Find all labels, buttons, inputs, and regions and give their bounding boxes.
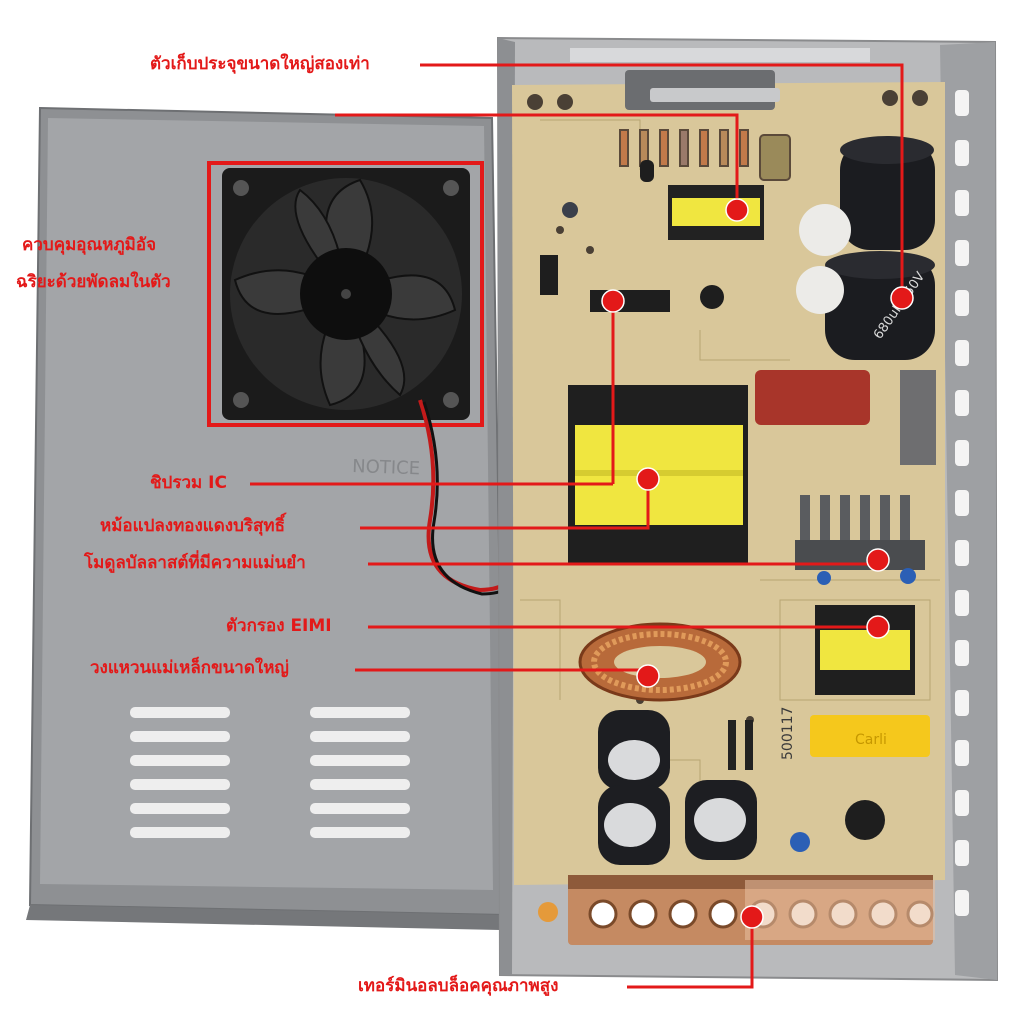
bulk-capacitors xyxy=(796,136,935,360)
resistor-row xyxy=(619,129,791,181)
label-ring: วงแหวนแม่เหล็กขนาดใหญ่ xyxy=(90,658,289,678)
small-components-bottom xyxy=(728,568,916,852)
lid-vents xyxy=(130,707,410,838)
annotation-lines xyxy=(250,63,904,989)
label-fan-line1: ควบคุมอุณหภูมิอัจ xyxy=(22,235,157,255)
label-terminal: เทอร์มินอลบล็อคคุณภาพสูง xyxy=(358,976,559,996)
x-capacitor xyxy=(755,370,870,425)
label-capacitor: ตัวเก็บประจุขนาดใหญ่สองเท่า xyxy=(150,54,370,74)
label-fan-line2: ฉริยะด้วยพัดลมในตัว xyxy=(16,272,171,292)
carli-capacitor xyxy=(810,715,930,757)
cooling-fan xyxy=(222,168,470,420)
model-number: 500117 xyxy=(780,707,796,760)
potentiometer xyxy=(538,902,558,922)
emi-filter xyxy=(815,605,915,695)
carli-label: Carli xyxy=(855,732,887,748)
label-emi: ตัวกรอง EIMI xyxy=(226,616,332,636)
notice-label: NOTICE xyxy=(352,456,421,479)
bridge-rectifier xyxy=(900,370,936,465)
output-capacitors xyxy=(598,710,757,865)
toroid-coil xyxy=(578,622,742,702)
label-transformer: หม้อแปลงทองแดงบริสุทธิ์ xyxy=(100,516,285,536)
small-transformer-top xyxy=(668,185,764,240)
label-ic: ชิปรวม IC xyxy=(150,473,227,493)
fan-highlight-box xyxy=(207,161,484,427)
annotation-dots xyxy=(601,198,914,929)
chassis-vents xyxy=(955,90,969,916)
label-ballast: โมดูลบัลลาสต์ที่มีความแม่นยำ xyxy=(84,553,306,573)
terminal-block xyxy=(568,875,935,945)
